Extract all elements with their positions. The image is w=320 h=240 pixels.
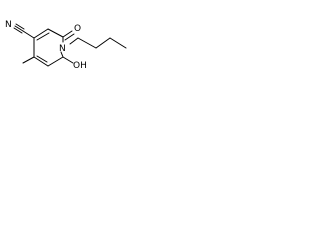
bond-c6-oh — [62, 56, 74, 64]
bond-c2-c3-double — [36, 32, 50, 41]
bond-n-butyl-1 — [69, 37, 79, 45]
nitrile-n-label: N — [5, 20, 12, 30]
bond-cn-triple-3 — [13, 27, 23, 34]
bond-n-c6 — [60, 51, 64, 58]
bond-butyl-1-2 — [77, 37, 97, 49]
bond-c3-c2 — [33, 28, 49, 39]
bond-cn-triple-1 — [14, 25, 24, 32]
bond-c5-c4 — [33, 56, 49, 67]
structure-canvas: N N O OH — [0, 0, 135, 70]
bond-butyl-2-3 — [95, 37, 111, 49]
bond-cn-triple-2 — [15, 23, 25, 30]
bond-c1-o-double — [64, 33, 75, 41]
hydroxyl-label: OH — [73, 61, 87, 70]
bond-c5-c4-double — [36, 55, 48, 63]
bond-c1-o — [62, 30, 73, 38]
ring-n-label: N — [59, 44, 66, 54]
chemical-structure: N N O OH — [5, 20, 127, 70]
carbonyl-o-label: O — [74, 24, 81, 34]
bond-butyl-3-4 — [109, 37, 127, 49]
bond-c6-c5 — [47, 56, 64, 67]
bond-c2-c1 — [47, 28, 64, 38]
bond-c3-cn — [22, 30, 35, 39]
bond-c4-methyl — [22, 56, 35, 64]
